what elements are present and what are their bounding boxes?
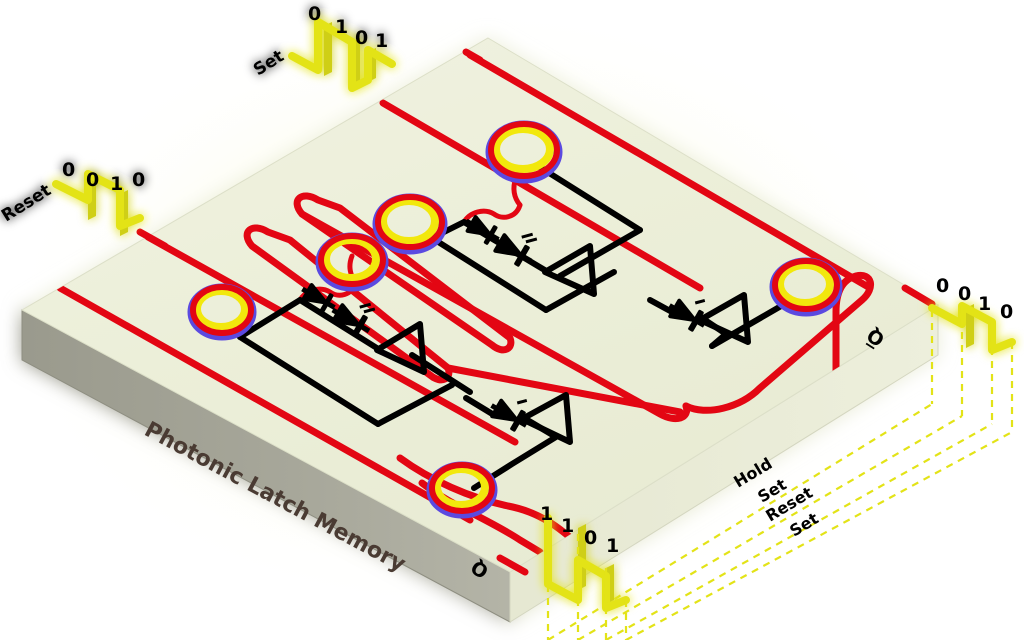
set-bit-2: 0 <box>355 27 368 49</box>
ring-resonator-3 <box>372 193 448 255</box>
electrical-trace-5 <box>647 297 675 315</box>
ring-yellow-arc <box>776 261 834 307</box>
waveguide-racetrack-left-inner <box>293 192 515 354</box>
photodetector-group <box>301 215 706 432</box>
set-waveform <box>288 18 396 92</box>
ring-red-outline <box>190 284 254 336</box>
ring-yellow-arc <box>433 465 489 509</box>
ring-red-outline <box>429 462 495 514</box>
qbar-waveform <box>928 302 1016 354</box>
reset-bit-1: 0 <box>86 169 99 191</box>
waveguide-diag-right-1 <box>444 364 684 416</box>
waveguide-left-bus-2 <box>56 284 474 524</box>
qbar-waveform-line <box>928 302 1016 354</box>
ring-yellow-arc <box>379 197 439 245</box>
electrical-trace-3 <box>535 163 643 233</box>
qbar-bit-2: 1 <box>978 293 991 315</box>
amplifier-4 <box>697 292 751 345</box>
waveguide-reset-bus <box>144 233 519 446</box>
waveguide-set-bus <box>466 51 874 292</box>
reset-bit-3: 0 <box>132 169 145 191</box>
waveguide-top-bus-2 <box>379 99 704 292</box>
photodetector-1 <box>331 302 376 337</box>
timing-diagonal-0 <box>547 403 933 640</box>
qbar-bit-1: 0 <box>958 283 971 305</box>
ring-yellow-arc <box>492 125 554 173</box>
photodetector-2b <box>465 215 500 245</box>
ring-yellow-arc <box>322 236 380 282</box>
stub-qbar-out <box>901 284 936 308</box>
set-input: Set 0 1 0 1 <box>250 3 396 92</box>
electrical-trace-1 <box>237 297 303 340</box>
edge-waveguide-stubs <box>136 48 936 576</box>
set-bit-1: 1 <box>335 16 348 38</box>
timing-diagonal-1 <box>577 415 963 640</box>
electrical-trace-5c <box>709 299 791 349</box>
stub-reset-in <box>136 228 169 250</box>
reset-waveform <box>52 170 144 236</box>
reset-waveform-line <box>52 170 144 230</box>
ring-resonator-5 <box>769 257 843 317</box>
electrical-trace-1b <box>297 297 383 353</box>
timing-diagonal-2 <box>605 423 993 640</box>
photodetector-1b <box>301 283 336 313</box>
qbar-bit-0: 0 <box>936 275 949 297</box>
ring-resonator-group <box>187 120 843 519</box>
photodetector-3 <box>490 398 528 432</box>
ring-resonator-6 <box>426 461 498 519</box>
chip-top-face <box>20 37 939 573</box>
ring-red-outline <box>375 194 445 250</box>
waveguide-bottom-ring-bus <box>396 454 584 550</box>
set-bit-3: 1 <box>375 30 388 52</box>
electrical-trace-3b <box>557 227 643 279</box>
ring-resonator-1 <box>187 283 257 341</box>
amplifier-group <box>374 243 751 445</box>
photonic-circuit <box>56 51 874 572</box>
electrical-trace-1d <box>375 382 455 427</box>
ring-resonator-4 <box>485 120 563 184</box>
q-bit-0: 1 <box>540 503 553 525</box>
timing-diagonal-3 <box>625 431 1013 640</box>
ring-red-outline <box>318 233 386 287</box>
ring-red-outline <box>488 121 560 179</box>
q-bit-2: 0 <box>584 527 597 549</box>
reset-bit-0: 0 <box>62 159 75 181</box>
qbar-bit-3: 0 <box>1000 301 1013 323</box>
electrical-trace-2c <box>429 235 549 313</box>
electrical-trace-1c <box>237 334 381 427</box>
amplifier-1 <box>374 321 427 375</box>
ring-red-outline <box>772 258 840 312</box>
q-bit-3: 1 <box>606 535 619 557</box>
amplifier-2 <box>542 243 597 297</box>
timing-guides <box>546 306 1014 640</box>
q-bit-1: 1 <box>561 515 574 537</box>
amplifier-3 <box>519 392 573 445</box>
stub-q-out <box>496 554 529 576</box>
ring-resonator-2 <box>315 232 389 292</box>
electrical-trace-4 <box>463 395 497 418</box>
waveguide-right-loop <box>682 271 874 414</box>
waveguide-tap-mid <box>461 202 523 225</box>
reset-bit-2: 1 <box>110 173 123 195</box>
ring-yellow-arc <box>193 287 249 331</box>
chip-slab <box>20 37 939 623</box>
set-extrude-1 <box>324 22 332 76</box>
set-bit-0: 0 <box>308 3 321 25</box>
set-waveform-line <box>288 18 396 92</box>
stub-set-in <box>462 48 484 64</box>
